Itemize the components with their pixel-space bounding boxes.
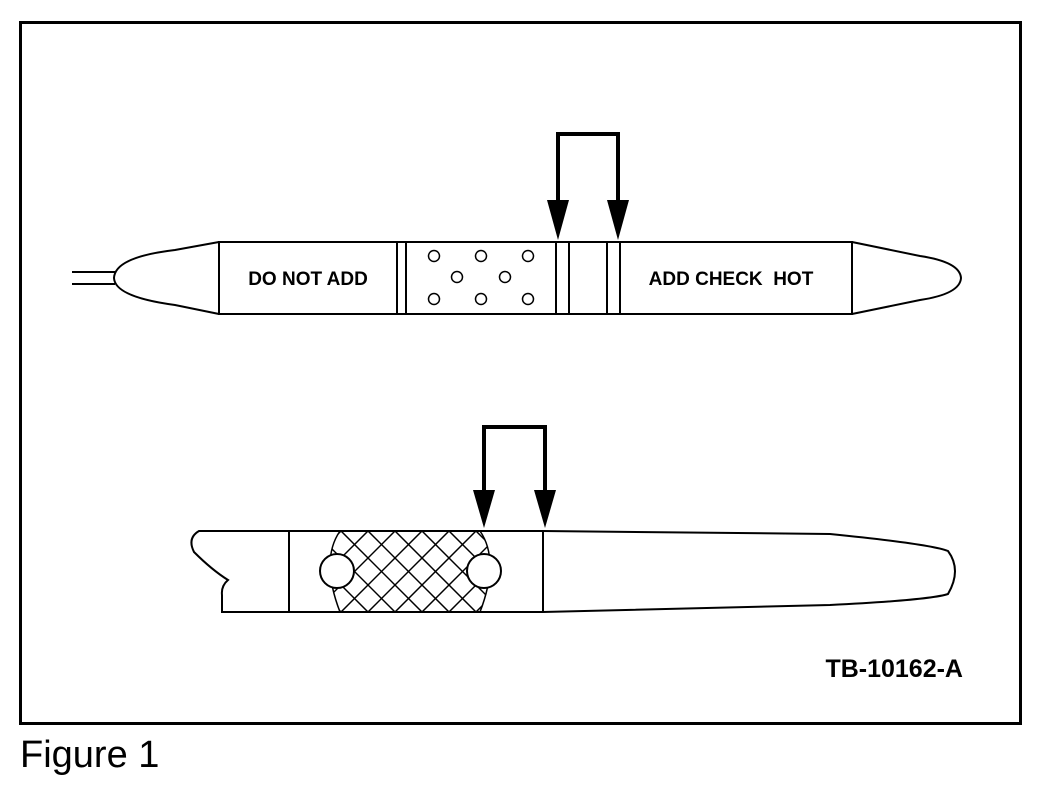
dipstick-hole [474, 292, 488, 306]
upper-dipstick-body [218, 241, 853, 315]
dipstick-holes [427, 249, 535, 306]
lower-arrow-head-right [534, 490, 556, 528]
dipstick-hole [521, 292, 535, 306]
upper-arrow-head-right [607, 200, 629, 240]
lower-dipstick-outline [190, 530, 956, 613]
dipstick-hole [427, 292, 441, 306]
upper-bracket-line [556, 132, 620, 202]
dipstick-hole [498, 270, 512, 284]
figure-frame [19, 21, 1022, 725]
dipstick-hole [474, 249, 488, 263]
dipstick-hole [427, 249, 441, 263]
do-not-add-label: DO NOT ADD [248, 269, 368, 290]
dipstick-hole [466, 553, 502, 589]
upper-range-arrow [547, 132, 629, 240]
upper-dipstick-left-tip [112, 241, 220, 315]
lower-arrow-head-left [473, 490, 495, 528]
upper-arrow-head-left [547, 200, 569, 240]
crosshatch-pattern [330, 531, 490, 612]
figure-caption: Figure 1 [20, 734, 160, 776]
add-check-hot-label: ADD CHECK HOT [649, 269, 814, 290]
lower-range-arrow [473, 425, 556, 528]
dipstick-hole [521, 249, 535, 263]
upper-dipstick [72, 241, 963, 315]
lower-dipstick-holes [319, 553, 502, 589]
dipstick-hole [319, 553, 355, 589]
dipstick-hole [450, 270, 464, 284]
lower-dipstick [190, 530, 956, 613]
lower-bracket-line [482, 425, 547, 492]
reference-code: TB-10162-A [825, 655, 963, 683]
upper-dipstick-right-tip [851, 241, 963, 315]
